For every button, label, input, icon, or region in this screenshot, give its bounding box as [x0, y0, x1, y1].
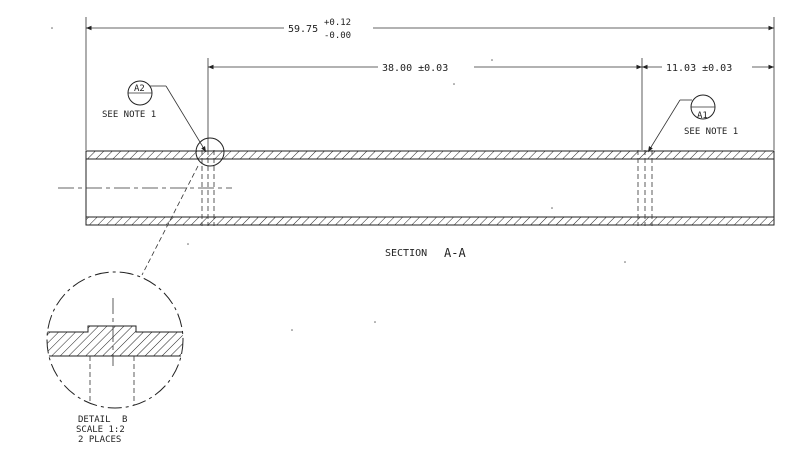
tube-top-wall	[85, 150, 775, 160]
scan-speckles	[51, 27, 626, 331]
right-dimension: 11.03 ±0.03	[642, 63, 774, 74]
section-label-word: SECTION	[385, 248, 427, 259]
detail-b-caption: DETAIL B SCALE 1:2 2 PLACES	[76, 415, 127, 445]
middle-dimension-text: 38.00 ±0.03	[382, 63, 448, 74]
detail-b-places: 2 PLACES	[78, 435, 121, 445]
tube-section	[58, 137, 775, 226]
detail-b-title: DETAIL	[78, 415, 111, 425]
right-dimension-text: 11.03 ±0.03	[666, 63, 732, 74]
overall-tolerance-plus: +0.12	[324, 18, 351, 28]
detail-b-view	[46, 271, 184, 409]
overall-dimension-value: 59.75	[288, 24, 318, 35]
callout-a2-tag: A2	[134, 84, 145, 94]
section-label: SECTION A-A	[385, 246, 466, 260]
callout-a2: A2 SEE NOTE 1	[102, 80, 207, 153]
overall-dimension: 59.75 +0.12 -0.00	[85, 17, 775, 150]
overall-tolerance-minus: -0.00	[324, 31, 351, 41]
callout-a2-note: SEE NOTE 1	[102, 110, 156, 120]
detail-b-wall-section	[47, 325, 183, 357]
detail-b-scale: SCALE 1:2	[76, 425, 125, 435]
detail-b-marker-circle	[195, 137, 225, 167]
callout-a1-leader-diagonal	[647, 99, 681, 153]
tube-bottom-wall	[85, 216, 775, 226]
callout-a1-note: SEE NOTE 1	[684, 127, 738, 137]
detail-b-leader	[141, 165, 199, 276]
callout-a2-leader-diagonal	[165, 85, 207, 153]
detail-b-letter: B	[122, 415, 127, 425]
callout-a1: A1 SEE NOTE 1	[647, 94, 738, 153]
middle-dimension: 38.00 ±0.03	[207, 58, 643, 150]
callout-a1-tag: A1	[697, 111, 708, 121]
section-label-letters: A-A	[444, 246, 466, 260]
